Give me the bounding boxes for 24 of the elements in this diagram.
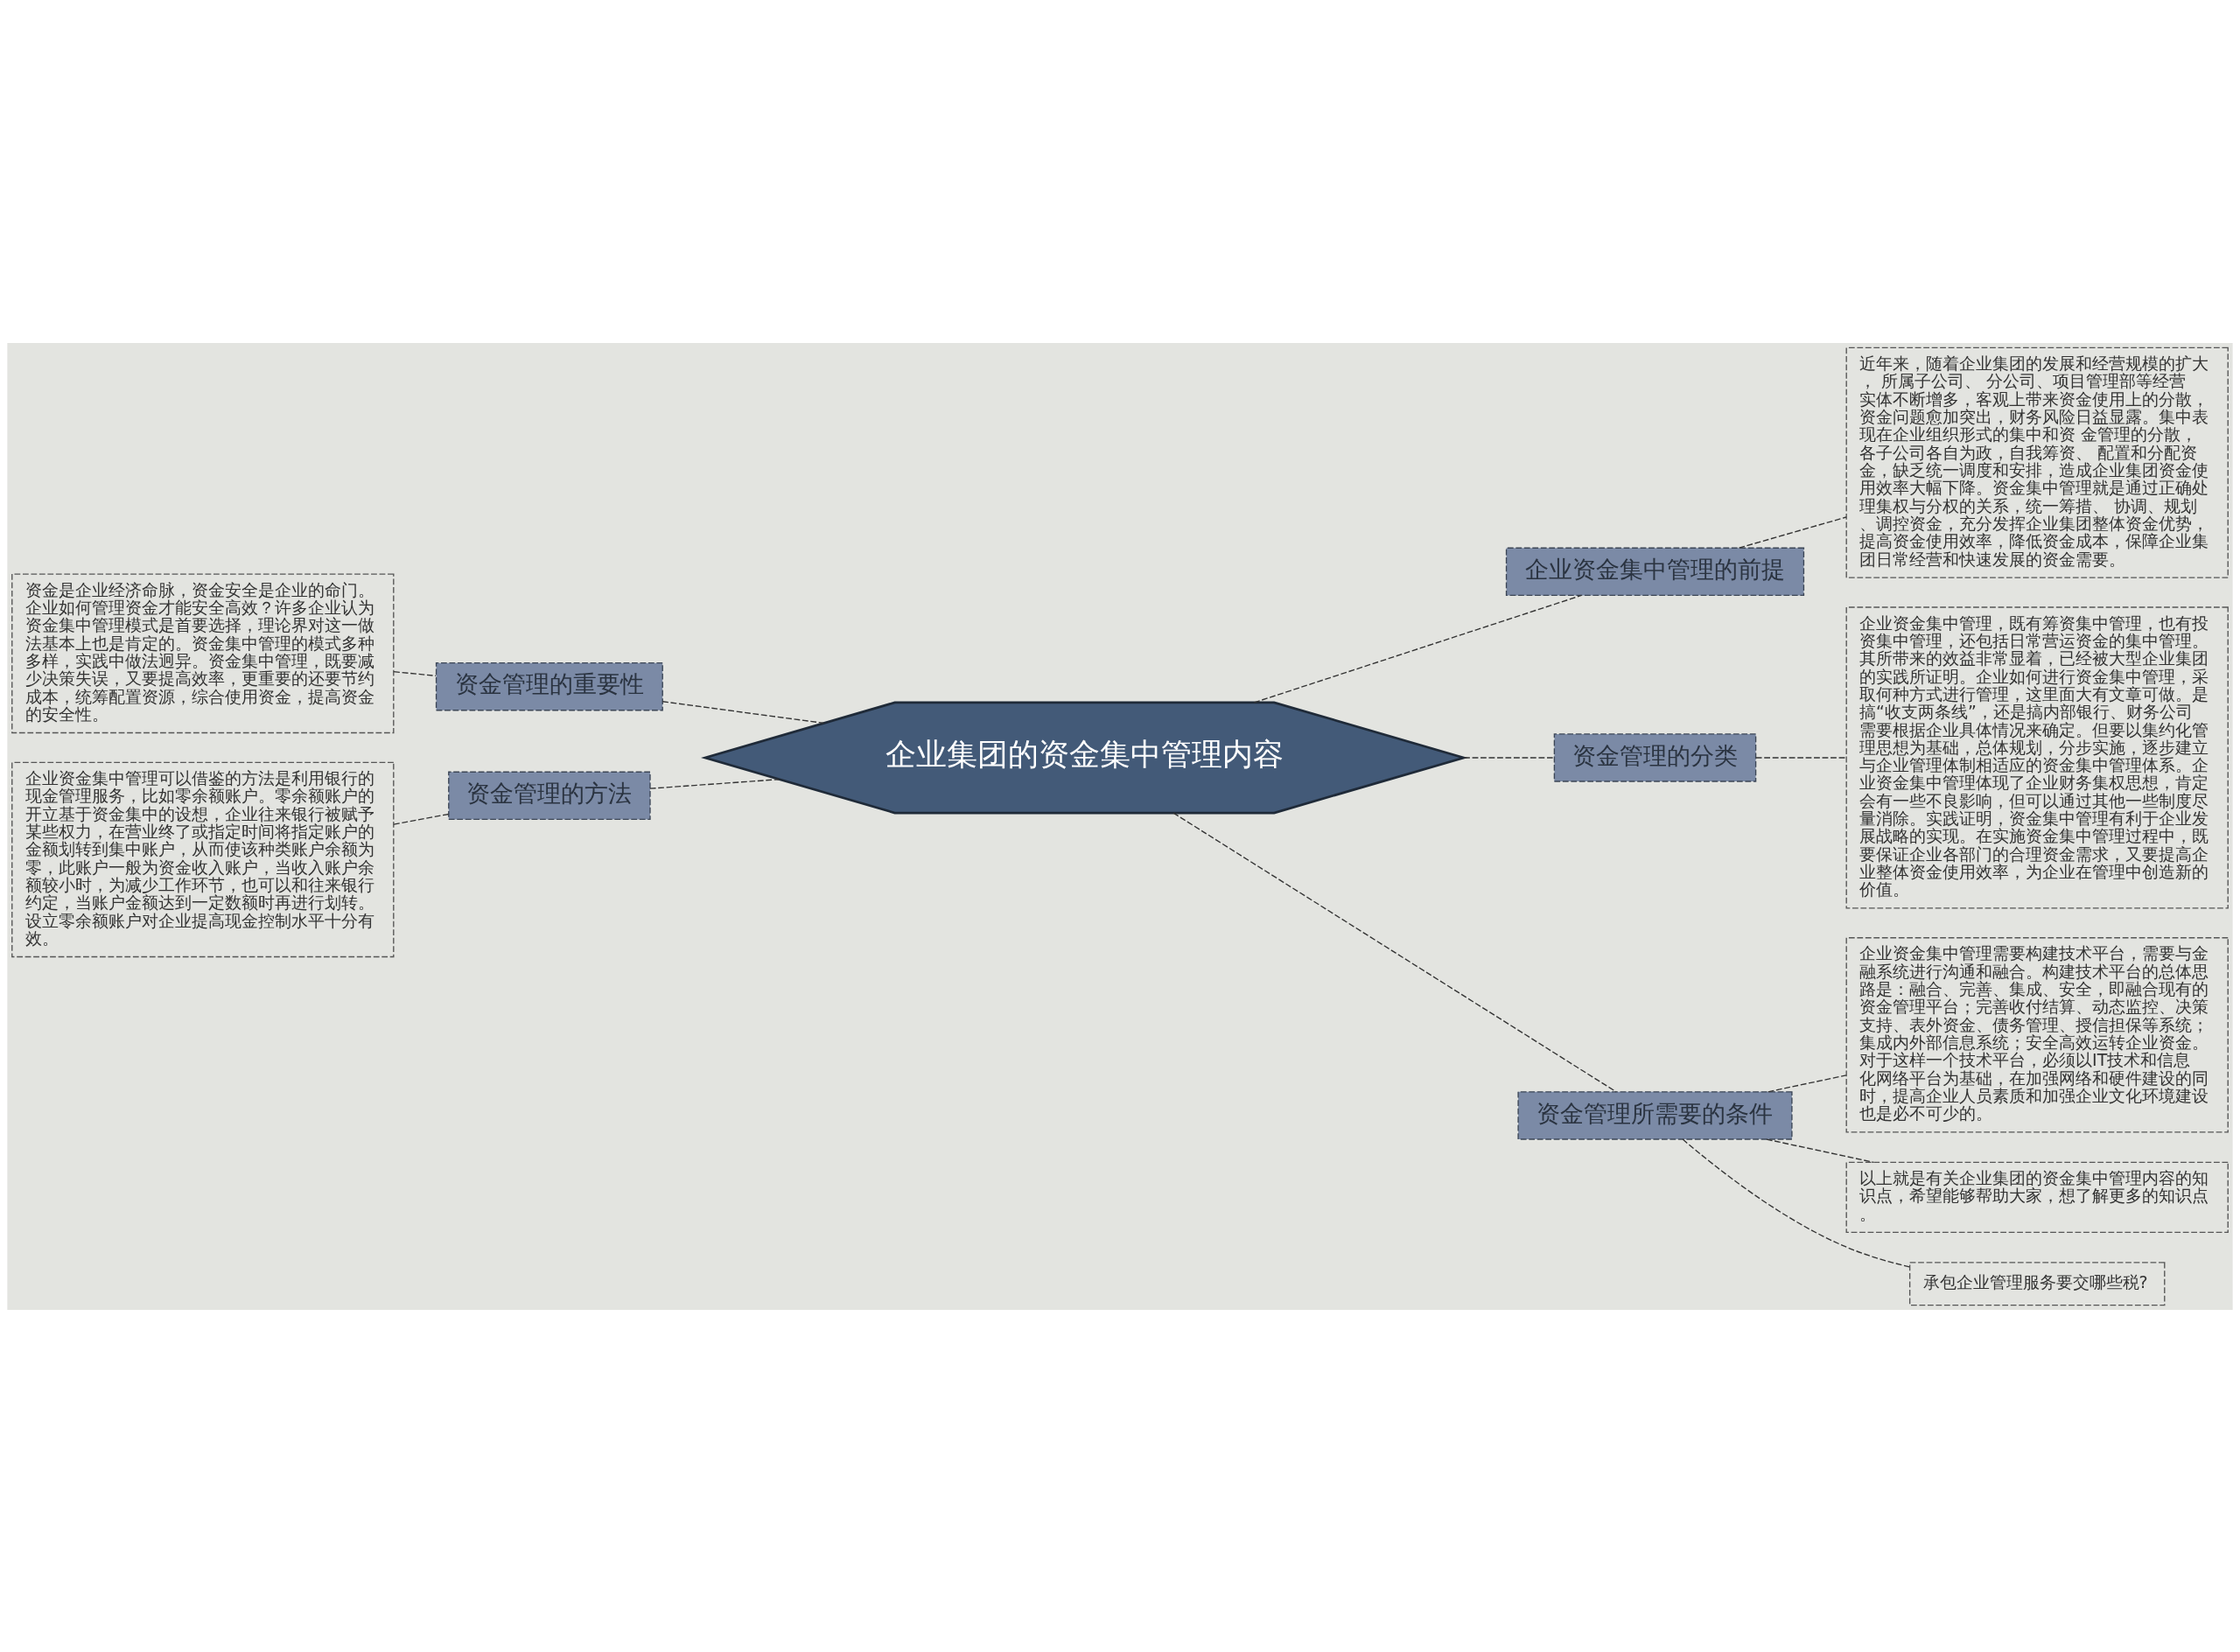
- node-box: 资金管理的方法: [448, 771, 651, 820]
- connector: [1172, 812, 1617, 1092]
- node-box: 以上就是有关企业集团的资金集中管理内容的知识点，希望能够帮助大家，想了解更多的知识点。: [1845, 1161, 2229, 1233]
- node-box: 资金管理所需要的条件: [1517, 1090, 1793, 1140]
- node-box: 资金是企业经济命脉，资金安全是企业的命门。企业如何管理资金才能安全高效？许多企业认为资金集中管理模式是首要选择，理论界对这一做法基本上也是肯定的。资金集中管理的模式多种多样，实践中做法迥异。资金集中管理，既要减少决策失误，又要提高效率，更重要的还要节约成本，统筹配置资源，综合使用资金，提高资金的安全性。: [11, 572, 395, 733]
- node-box: 承包企业管理服务要交哪些税?: [1908, 1261, 2166, 1306]
- node-box: 近年来，随着企业集团的发展和经营规模的扩大， 所属子公司、 分公司、项目管理部等经营实体不断增多，客观上带来资金使用上的分散，资金问题愈加突出，财务风险日益显露。集中表现在企业组织形式的集中和资 金管理的分散，各子公司各自为政，自我筹资、 配置和分配资金，缺乏统一调度和安排，造成企业集团资金使用效率大幅下降。资金集中管理就是通过正确处理集权与分权的关系，统一筹措、 协调、规划、调控资金，充分发挥企业集团整体资金优势，提高资金使用效率，降低资金成本，保障企业集团日常经营和快速发展的资金需要。: [1845, 346, 2229, 578]
- connector: [1768, 1074, 1847, 1092]
- connector: [662, 700, 825, 724]
- connector: [1755, 756, 1847, 759]
- node-box: 企业资金集中管理需要构建技术平台，需要与金融系统进行沟通和融合。构建技术平台的总体思路是：融合、完善、集成、安全，即融合现有的资金管理平台；完善收付结算、动态监控、决策支持、表外资金、债务管理、授信担保等系统；集成内外部信息系统；安全高效运转企业资金。对于这样一个技术平台，必须以IT技术和信息化网络平台为基础，在加强网络和硬件建设的同时，提高企业人员素质和加强企业文化环境建设也是必不可少的。: [1845, 936, 2229, 1133]
- connector: [1253, 594, 1583, 704]
- connector: [393, 670, 437, 676]
- connector: [1738, 515, 1847, 549]
- node-box: 企业资金集中管理的前提: [1505, 547, 1805, 596]
- connector: [1682, 1138, 1910, 1267]
- node-box: 企业资金集中管理，既有筹资集中管理，也有投资集中管理，还包括日常营运资金的集中管理。其所带来的效益非常显着，已经被大型企业集团的实践所证明。企业如何进行资金集中管理，采取何种方式进行管理，这里面大有文章可做。是搞“收支两条线”，还是搞内部银行、财务公司需要根据企业具体情况来确定。但要以集约化管理思想为基础，总体规划，分步实施，逐步建立与企业管理体制相适应的资金集中管理体系。企业资金集中管理体现了企业财务集权思想，肯定会有一些不良影响，但可以通过其他一些制度尽量消除。实践证明，资金集中管理有利于企业发展战略的实现。在实施资金集中管理过程中，既要保证企业各部门的合理资金需求，又要提高企业整体资金使用效率，为企业在管理中创造新的价值。: [1845, 606, 2229, 909]
- node-box: 企业资金集中管理可以借鉴的方法是利用银行的现金管理服务，比如零余额账户。零余额账户的开立基于资金集中的设想，企业往来银行被赋予某些权力，在营业终了或指定时间将指定账户的金额划转到集中账户，从而使该种类账户余额为零，此账户一般为资金收入账户，当收入账户余额较小时，为减少工作环节，也可以和往来银行约定，当账户金额达到一定数额时再进行划转。设立零余额账户对企业提高现金控制水平十分有效。: [11, 761, 395, 957]
- connector: [1463, 756, 1555, 759]
- connector: [393, 813, 450, 825]
- node-box: 资金管理的分类: [1553, 732, 1757, 782]
- connector: [649, 778, 780, 789]
- connector: [1766, 1138, 1874, 1163]
- node-box: 资金管理的重要性: [435, 662, 663, 710]
